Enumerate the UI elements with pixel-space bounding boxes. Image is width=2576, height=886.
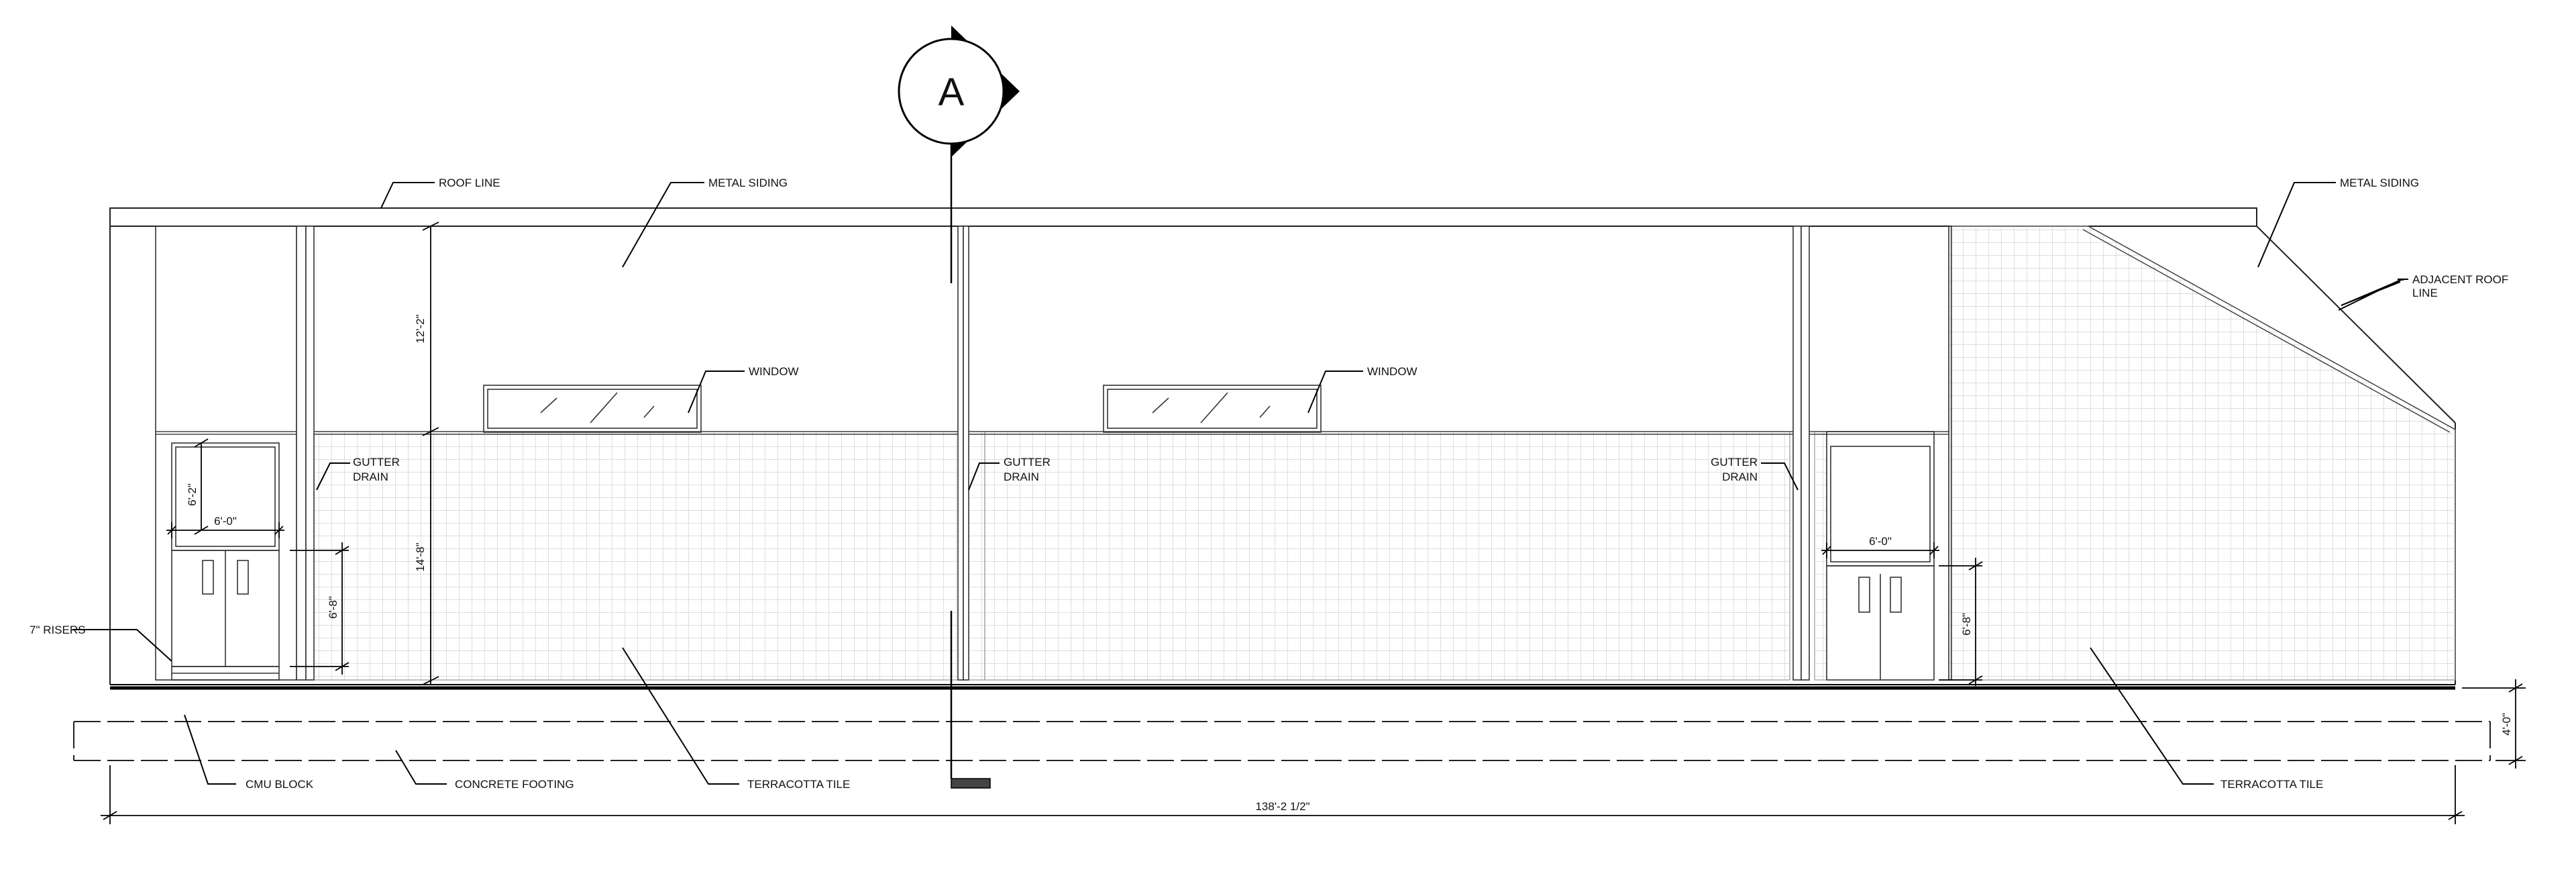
grade-line (110, 684, 2455, 690)
label-metal-siding-right: METAL SIDING (2340, 177, 2419, 189)
concrete-footing (73, 721, 2491, 761)
label-metal-siding-left: METAL SIDING (708, 177, 788, 189)
label-gutter-drain-right: GUTTER (1711, 456, 1758, 469)
label-terracotta-tile-left: TERRACOTTA TILE (747, 778, 850, 791)
dim-left-door-width: 6'-0" (214, 515, 237, 528)
label-concrete-footing: CONCRETE FOOTING (455, 778, 574, 791)
roof-fascia (109, 207, 2257, 227)
callout-leaders (72, 182, 2404, 785)
dim-left-door-height: 6'-8" (327, 596, 339, 619)
label-gutter-drain-right-2: DRAIN (1722, 471, 1758, 483)
label-window-right: WINDOW (1367, 365, 1417, 378)
left-door-assembly (171, 442, 280, 681)
dim-lower-height: 14'-8" (414, 542, 427, 571)
label-adjacent-roof-line: ADJACENT ROOF (2412, 273, 2508, 286)
dim-right-door-height: 6'-8" (1960, 613, 1973, 636)
section-marker-letter: A (938, 70, 965, 114)
label-gutter-drain-left-2: DRAIN (353, 471, 388, 483)
label-roof-line: ROOF LINE (439, 177, 500, 189)
label-window-left: WINDOW (749, 365, 799, 378)
window-right (1103, 385, 1322, 433)
dim-footing-depth: 4'-0" (2500, 713, 2513, 736)
dim-left-transom: 6'-2" (186, 483, 199, 506)
right-door-assembly (1826, 431, 1935, 681)
dim-right-door-width: 6'-0" (1869, 535, 1892, 548)
terracotta-tile-field (313, 226, 2456, 681)
section-cut-end (951, 778, 991, 789)
label-risers: 7" RISERS (30, 624, 86, 636)
dim-overall-length: 138'-2 1/2" (1255, 800, 1309, 813)
label-gutter-drain-center: GUTTER (1004, 456, 1051, 469)
label-adjacent-roof-line-2: LINE (2412, 287, 2438, 299)
adjacent-roof-slope (2256, 226, 2456, 424)
dim-upper-height: 12'-2" (414, 314, 427, 343)
label-gutter-drain-left: GUTTER (353, 456, 400, 469)
section-marker: A (898, 26, 1020, 789)
dimension-lines (101, 222, 2526, 824)
label-cmu-block: CMU BLOCK (246, 778, 314, 791)
window-left (483, 385, 702, 433)
wall-divisions (156, 226, 2456, 435)
label-gutter-drain-center-2: DRAIN (1004, 471, 1039, 483)
windows (483, 385, 1322, 433)
adjacent-roof-leader (2338, 279, 2408, 311)
label-terracotta-tile-right: TERRACOTTA TILE (2220, 778, 2323, 791)
